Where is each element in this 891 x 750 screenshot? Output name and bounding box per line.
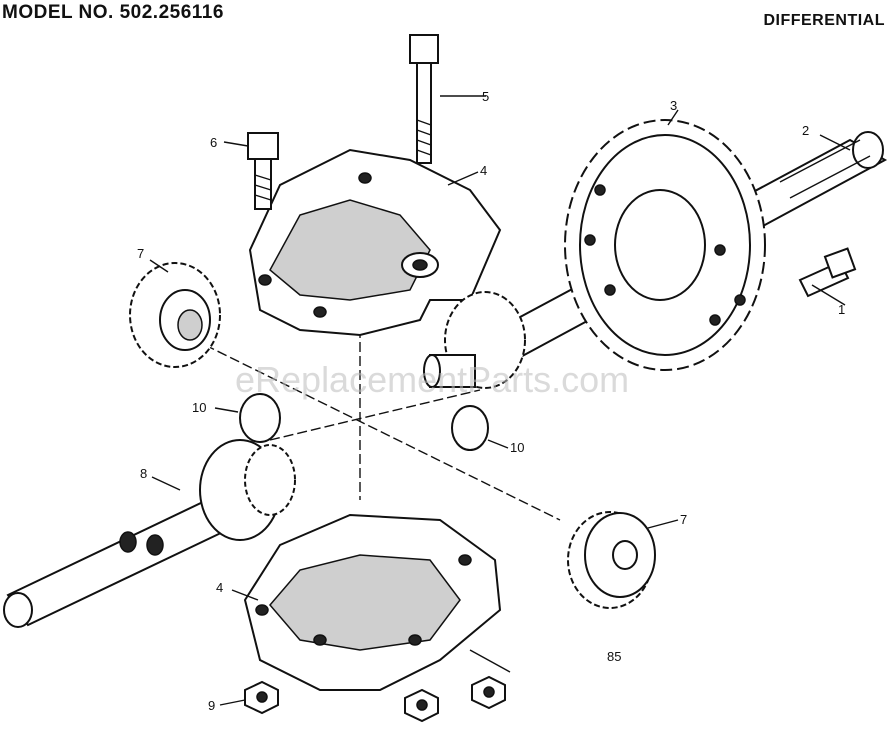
nut-right[interactable] — [471, 675, 506, 710]
nut-center[interactable] — [404, 688, 439, 723]
callout-10-right: 10 — [510, 440, 524, 455]
callout-4-lower: 4 — [216, 580, 223, 595]
bevel-gear-upper[interactable] — [129, 262, 221, 368]
callout-9: 9 — [208, 698, 215, 713]
callout-4-upper: 4 — [480, 163, 487, 178]
callout-1: 1 — [838, 302, 845, 317]
upper-housing[interactable] — [248, 148, 502, 337]
left-axle[interactable] — [3, 439, 296, 628]
callout-10-left: 10 — [192, 400, 206, 415]
figure-code: 85 — [607, 649, 621, 664]
lower-housing[interactable] — [243, 513, 502, 691]
long-bolt[interactable] — [409, 34, 439, 164]
model-number: MODEL NO. 502.256116 — [2, 2, 224, 23]
short-bolt[interactable] — [247, 132, 279, 210]
bevel-gear-center[interactable] — [423, 291, 526, 389]
section-title: DIFFERENTIAL — [763, 12, 885, 29]
snap-ring-right[interactable] — [451, 405, 489, 451]
callout-5: 5 — [482, 89, 489, 104]
nut-left[interactable] — [244, 680, 279, 715]
snap-ring-left[interactable] — [239, 393, 281, 443]
callout-6: 6 — [210, 135, 217, 150]
callout-3: 3 — [670, 98, 677, 113]
callout-7-lower: 7 — [680, 512, 687, 527]
callout-8: 8 — [140, 466, 147, 481]
callout-2: 2 — [802, 123, 809, 138]
callouts: 1 2 3 4 4 5 6 7 7 8 9 10 10 — [137, 89, 845, 713]
sprocket-gear[interactable] — [564, 119, 766, 371]
callout-7-upper: 7 — [137, 246, 144, 261]
watermark: eReplacementParts.com — [235, 359, 629, 400]
bevel-gear-lower[interactable] — [567, 511, 656, 609]
small-bolt[interactable] — [798, 247, 857, 298]
leader-lines — [149, 95, 851, 706]
